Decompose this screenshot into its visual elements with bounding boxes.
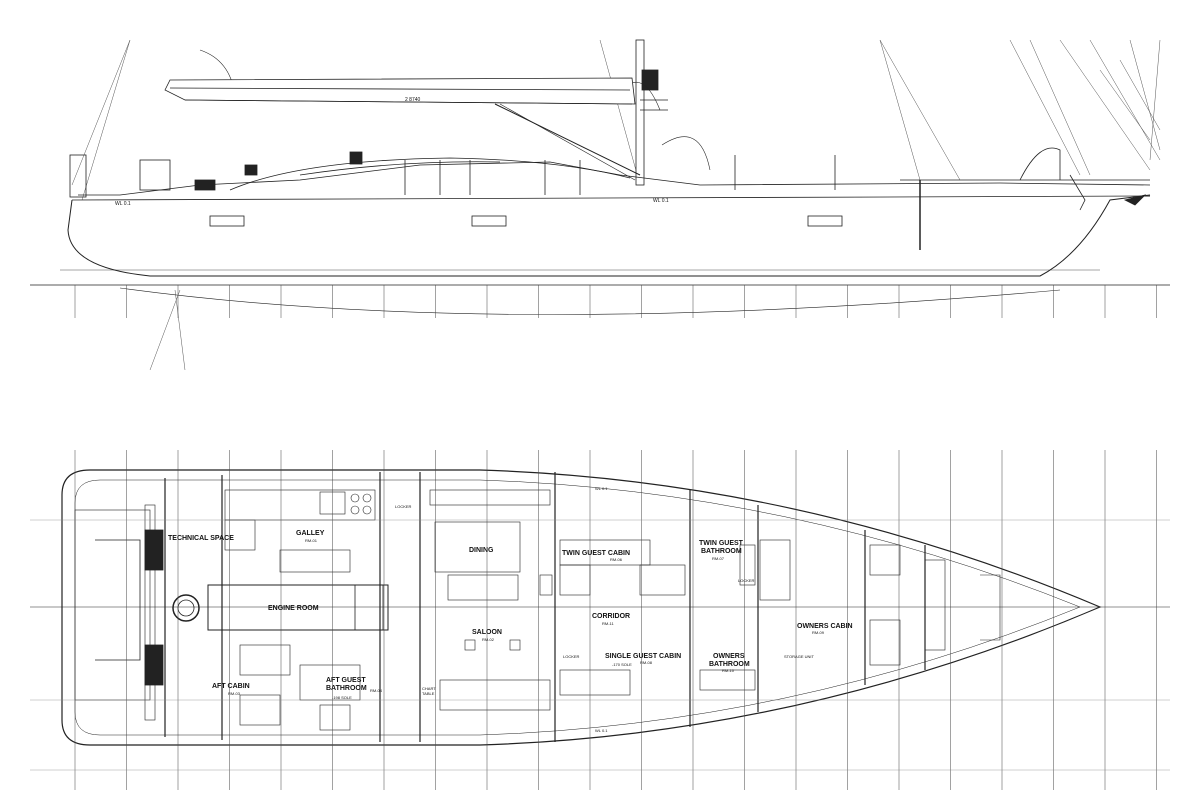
label-twin-guest-bathroom-1: TWIN GUEST [699, 540, 744, 547]
hull-profile [60, 194, 1151, 315]
label-aft-cabin: AFT CABIN [212, 683, 250, 690]
label-locker-saloon: LOCKER [395, 504, 412, 509]
label-aft-guest-bathroom-1: AFT GUEST [326, 677, 366, 684]
label-single-guest-code: RM-08 [640, 660, 653, 665]
label-plan-wl-bottom: WL 0.1 [595, 728, 608, 733]
boom-dimension: 2 8740 [405, 97, 421, 103]
transom [74, 504, 164, 721]
interior-plan: TECHNICAL SPACE GALLEY RM-01 ENGINE ROOM… [30, 469, 1170, 746]
label-single-guest-sole: -170 SOLE [612, 662, 632, 667]
label-chart-table-2: TABLE [422, 691, 435, 696]
plan-hull-outline [61, 469, 1102, 746]
label-aft-cabin-code: RM-03 [228, 691, 241, 696]
label-chart-table-1: CHART [422, 686, 436, 691]
label-corridor-code: RM-11 [602, 621, 614, 626]
label-technical-space: TECHNICAL SPACE [168, 535, 234, 542]
label-twin-guest-bathroom-code: RM-07 [712, 556, 725, 561]
side-profile: 2 8740 [60, 39, 1161, 371]
bulkheads [164, 472, 926, 742]
label-twin-guest-cabin: TWIN GUEST CABIN [562, 550, 630, 557]
label-galley-code: RM-01 [305, 538, 318, 543]
rigging [71, 39, 1161, 371]
profile-wl-mark-fwd: WL 0.1 [115, 201, 131, 207]
plan-station-lines [74, 450, 1157, 790]
label-owners-bathroom-1: OWNERS [713, 653, 745, 660]
profile-station-ticks [74, 285, 1157, 318]
label-owners-bathroom-code: RM-10 [722, 668, 735, 673]
label-aft-guest-bathroom-2: BATHROOM [326, 685, 367, 692]
boom [164, 77, 641, 181]
label-owners-cabin: OWNERS CABIN [797, 623, 853, 630]
label-twin-guest-bathroom-2: BATHROOM [701, 548, 742, 555]
profile-wl-mark-hull: WL 0.1 [653, 198, 669, 204]
label-owners-bathroom-2: BATHROOM [709, 661, 750, 668]
deck-structure [69, 147, 1151, 250]
label-locker-twin: LOCKER [738, 578, 755, 583]
mast [199, 39, 711, 186]
saloon-fixtures [429, 489, 553, 711]
label-twin-guest-cabin-code: RM-06 [610, 557, 623, 562]
label-dining: DINING [469, 547, 494, 554]
label-single-guest-cabin: SINGLE GUEST CABIN [605, 653, 681, 660]
label-storage-unit: STORAGE UNIT [784, 654, 814, 659]
label-owners-cabin-code: RM-09 [812, 630, 825, 635]
twin-guest-fixtures [559, 539, 756, 596]
label-galley: GALLEY [296, 530, 325, 537]
label-aft-guest-bathroom-code: RM-04 [370, 688, 383, 693]
label-corridor: CORRIDOR [592, 613, 630, 620]
plan-horizontal-guides [30, 519, 1170, 771]
forward-cabin-fixtures [559, 539, 1001, 696]
aft-cabin-fixtures [239, 644, 361, 731]
label-saloon-code: RM-02 [482, 637, 495, 642]
label-engine-room: ENGINE ROOM [268, 605, 319, 612]
label-locker-corridor: LOCKER [563, 654, 580, 659]
label-aft-guest-sole: -198 SOLE [332, 695, 352, 700]
label-plan-wl-top: WL 0.1 [595, 486, 608, 491]
